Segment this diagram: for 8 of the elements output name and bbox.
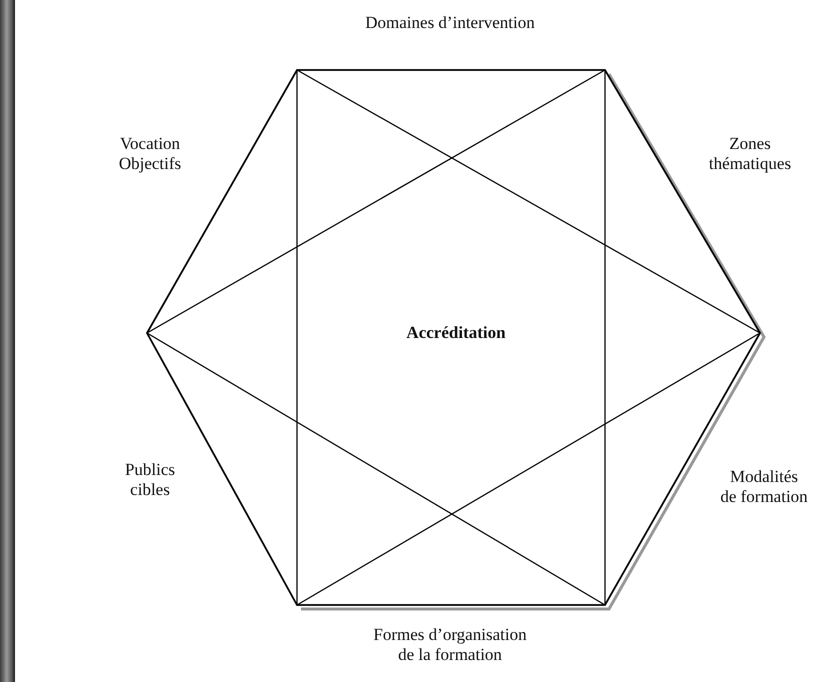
side-label: Publics cibles bbox=[124, 460, 176, 500]
side-label: Formes d’organisation de la formation bbox=[372, 625, 528, 665]
side-label: Zones thématiques bbox=[708, 134, 792, 174]
side-bar bbox=[0, 0, 15, 682]
side-label: Vocation Objectifs bbox=[118, 134, 182, 174]
center-title: Accréditation bbox=[406, 323, 506, 343]
side-label: Modalités de formation bbox=[719, 467, 809, 507]
side-label: Domaines d’intervention bbox=[364, 13, 536, 33]
